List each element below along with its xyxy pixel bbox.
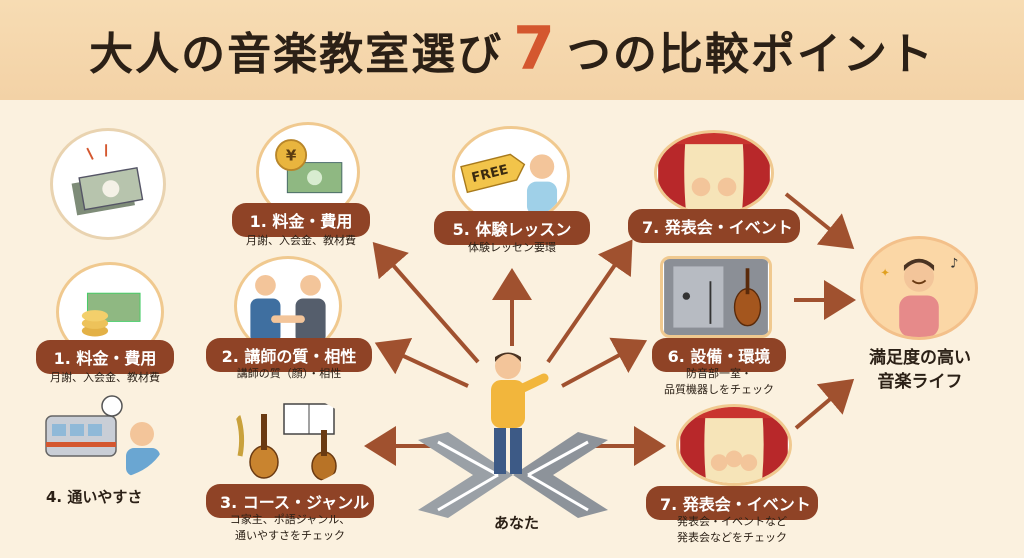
stage-audience-icon (680, 407, 788, 483)
money-bubble (50, 128, 166, 240)
title-after: つの比較ポイント (566, 29, 935, 80)
arrow-to-facility (561, 337, 648, 388)
course-sub-line1: コ家主、ポ語ジャンル、 (229, 513, 351, 526)
arrow-event-to-result (784, 192, 855, 250)
arrow-to-fee (372, 241, 480, 364)
title-band (0, 0, 1024, 100)
happy-person-icon: ♪ ✦ (880, 256, 959, 337)
event-bottom-circle (676, 404, 792, 486)
train-area (40, 390, 166, 480)
result-line2: 音楽ライフ (877, 372, 963, 392)
title-number: 7 (513, 14, 557, 84)
arrow-to-event-top (546, 239, 633, 364)
fee-top-sub: 月謝、入会金、教材費 (246, 234, 356, 247)
event-bottom-badge: 7. 発表会・イベント (646, 486, 818, 520)
crossroads-icon (418, 432, 608, 518)
event-bottom-sub: 発表会・イベントなど発表会などをチェック (646, 514, 818, 546)
svg-text:♪: ♪ (950, 256, 958, 271)
event-top-badge: 7. 発表会・イベント (628, 209, 800, 243)
fee-left-sub: 月謝、入会金、教材費 (50, 371, 160, 384)
result-line1: 満足度の高い (869, 348, 971, 368)
guitar-icon (235, 403, 337, 481)
course-badge: 3. コース・ジャンル (206, 484, 374, 518)
trial-circle: FREE (452, 126, 570, 226)
person-icon (491, 352, 549, 474)
facility-sub: 防音部一室・品質機器しをチェック (646, 366, 792, 398)
svg-text:✦: ✦ (880, 267, 889, 280)
arrow-event2-to-result (794, 378, 855, 430)
event-bottom-sub-line2: 発表会などをチェック (677, 531, 787, 544)
event-top-circle (654, 130, 774, 216)
arrow-to-teacher (374, 337, 469, 388)
trial-badge: 5. 体験レッスン (434, 211, 590, 245)
course-area (228, 396, 354, 486)
practice-room-icon (664, 259, 768, 335)
stage-icon (658, 133, 770, 213)
free-tag-icon: FREE (460, 153, 558, 216)
facility-area (660, 256, 772, 338)
money-icon (71, 144, 144, 216)
money-coins-icon (81, 292, 141, 337)
teacher-badge: 2. 講師の質・相性 (206, 338, 372, 372)
title-before: 大人の音楽教室選び (89, 29, 504, 80)
facility-badge: 6. 設備・環境 (652, 338, 786, 372)
fee-top-badge: 1. 料金・費用 (232, 203, 370, 237)
facility-sub-line1: 防音部一室・ (686, 367, 752, 380)
course-sub: コ家主、ポ語ジャンル、通いやすさをチェック (206, 512, 374, 544)
fee-left-badge: 1. 料金・費用 (36, 340, 174, 374)
train-icon (45, 395, 160, 476)
facility-sub-line2: 品質機器しをチェック (664, 383, 774, 396)
trial-sub: 体験レッセン要環 (468, 241, 556, 254)
yen-coin-icon: ¥ (275, 139, 343, 194)
event-bottom-sub-line1: 発表会・イベントなど (677, 515, 787, 528)
access-label: 4. 通いやすさ (46, 488, 143, 506)
center-label: あなた (494, 514, 540, 532)
yen-symbol: ¥ (286, 147, 297, 165)
handshake-icon (250, 274, 326, 344)
teacher-sub: 講師の質（顔）・相性 (236, 367, 342, 380)
result-label: 満足度の高い音楽ライフ (850, 346, 990, 394)
course-sub-line2: 通いやすさをチェック (235, 529, 345, 542)
result-circle: ♪ ✦ (860, 236, 978, 340)
